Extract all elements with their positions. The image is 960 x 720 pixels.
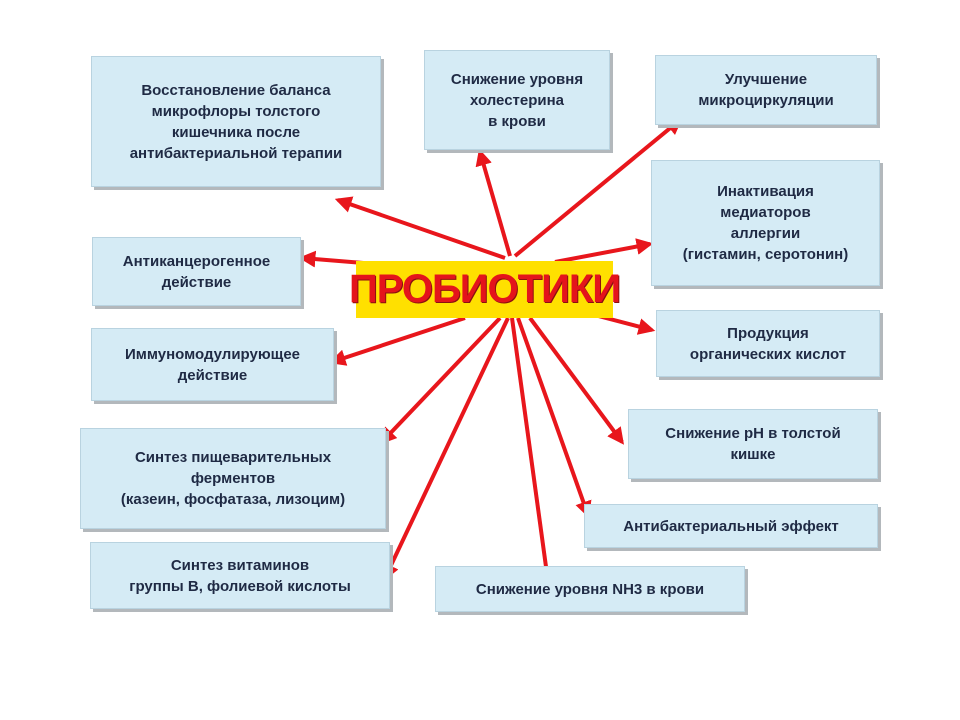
arrow-vitamins (383, 317, 510, 582)
effect-box-immunomodulating: Иммуномодулирующее действие (91, 328, 334, 401)
arrow-cholesterol (475, 148, 512, 257)
arrow-microcirculation (513, 117, 683, 258)
arrow-immunomodulating (328, 316, 466, 366)
arrow-enzymes (379, 316, 502, 445)
effect-box-antibacterial: Антибактериальный эффект (584, 504, 878, 548)
center-label-probiotics: ПРОБИОТИКИ (349, 261, 621, 318)
effect-box-cholesterol: Снижение уровня холестерина в крови (424, 50, 610, 150)
effect-box-microflora: Восстановление баланса микрофлоры толсто… (91, 56, 381, 187)
effect-box-nh3: Снижение уровня NH3 в крови (435, 566, 745, 612)
effect-box-microcirculation: Улучшение микроциркуляции (655, 55, 877, 125)
effect-box-ph: Снижение pH в толстой кишке (628, 409, 878, 479)
arrow-allergy (554, 238, 654, 264)
effect-box-vitamins: Синтез витаминов группы В, фолиевой кисл… (90, 542, 390, 609)
effect-box-allergy: Инактивация медиаторов аллергии (гистами… (651, 160, 880, 286)
arrow-ph (528, 316, 625, 445)
effect-box-enzymes: Синтез пищеварительных ферментов (казеин… (80, 428, 386, 529)
effect-box-anticancer: Антиканцерогенное действие (92, 237, 301, 306)
arrow-microflora (334, 196, 506, 260)
arrow-nh3 (510, 317, 557, 600)
effect-box-organic-acids: Продукция органических кислот (656, 310, 880, 377)
arrow-antibacterial (516, 317, 592, 519)
